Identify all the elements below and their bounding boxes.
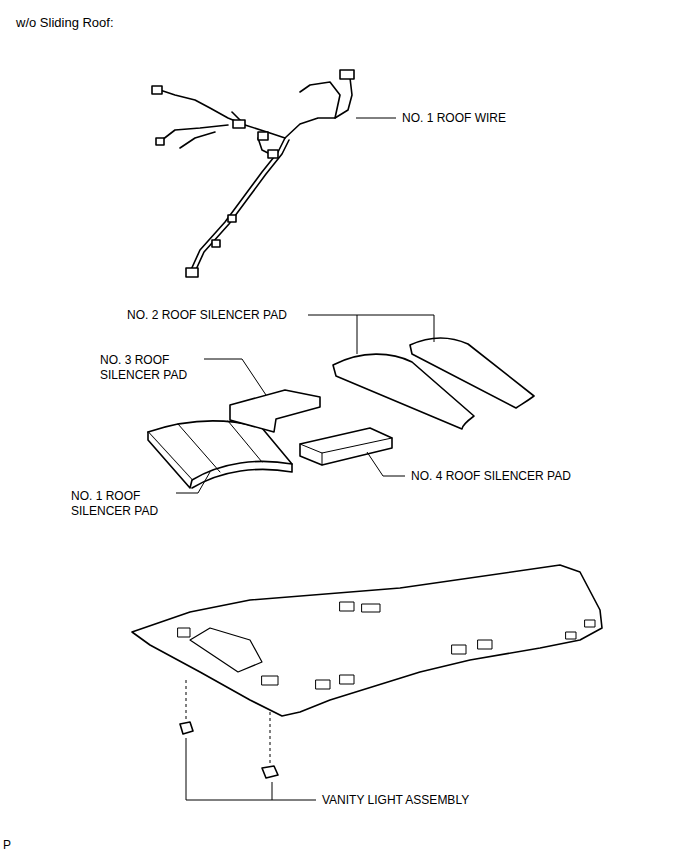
vanity-light bbox=[180, 722, 193, 734]
wire-trunk bbox=[190, 78, 352, 272]
part-label: NO. 3 ROOF SILENCER PAD bbox=[100, 353, 195, 383]
part-label: NO. 2 ROOF SILENCER PAD bbox=[127, 308, 287, 323]
part-label: NO. 1 ROOF SILENCER PAD bbox=[71, 489, 166, 519]
heading: w/o Sliding Roof: bbox=[16, 15, 114, 30]
leader-line bbox=[367, 452, 405, 476]
leader-line bbox=[204, 359, 266, 395]
silencer-pad bbox=[230, 390, 320, 432]
install-line bbox=[186, 680, 270, 764]
vanity-light bbox=[262, 766, 278, 778]
silencer-pad bbox=[300, 428, 392, 465]
leader-line bbox=[186, 738, 316, 800]
leader-line bbox=[176, 472, 210, 493]
part-label: NO. 1 ROOF WIRE bbox=[402, 111, 506, 126]
wire-branch bbox=[160, 90, 285, 138]
part-label: VANITY LIGHT ASSEMBLY bbox=[322, 793, 469, 808]
part-label: NO. 4 ROOF SILENCER PAD bbox=[411, 469, 571, 484]
connector bbox=[340, 70, 354, 79]
part-label: P bbox=[3, 838, 11, 852]
roof-headliner bbox=[132, 565, 602, 716]
silencer-pad bbox=[410, 338, 534, 408]
leader-line bbox=[356, 118, 396, 119]
leader-line bbox=[308, 315, 434, 354]
